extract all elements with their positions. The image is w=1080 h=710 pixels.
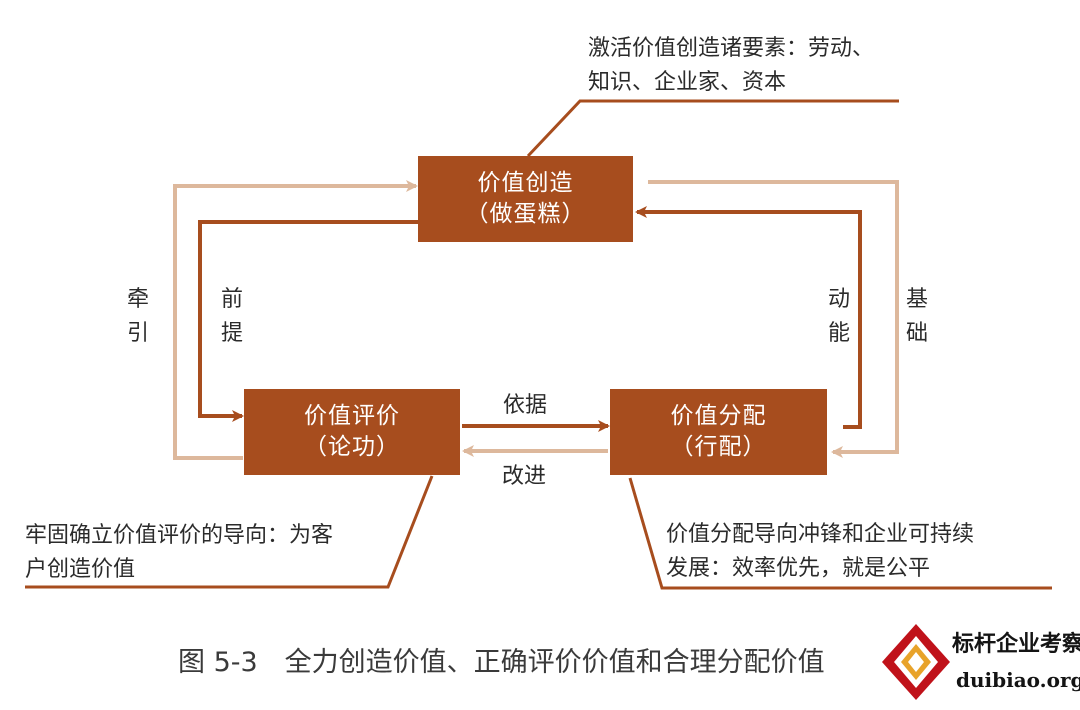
edge-jichu-arrow (648, 180, 899, 458)
note-left-leader (25, 475, 434, 589)
node-value-evaluation-title: 价值评价 (304, 403, 400, 429)
edge-label-jichu: 基础 (905, 287, 928, 346)
edge-dongneng-arrow (635, 206, 862, 429)
figure-caption: 图 5-3 全力创造价值、正确评价价值和合理分配价值 (178, 647, 825, 678)
note-top-line1: 激活价值创造诸要素：劳动、 (588, 36, 875, 61)
node-value-distribution: 价值分配 （行配） (610, 389, 827, 475)
node-value-distribution-subtitle: （行配） (670, 434, 767, 460)
note-right-leader (628, 477, 1052, 590)
note-right: 价值分配导向冲锋和企业可持续 发展：效率优先，就是公平 (666, 518, 974, 586)
note-right-line1: 价值分配导向冲锋和企业可持续 (666, 522, 975, 547)
note-right-line2: 发展：效率优先，就是公平 (666, 556, 931, 581)
note-top: 激活价值创造诸要素：劳动、 知识、企业家、资本 (588, 32, 874, 100)
node-value-creation: 价值创造 （做蛋糕） (418, 156, 633, 242)
edge-qianti-arrow (198, 220, 418, 422)
diamond-logo-icon (882, 624, 950, 700)
note-top-leader (526, 99, 899, 158)
edge-label-gaijin: 改进 (502, 464, 547, 489)
edge-label-qianti: 前提 (220, 287, 243, 346)
note-left: 牢固确立价值评价的导向：为客 户创造价值 (25, 519, 333, 587)
node-value-evaluation-subtitle: （论功） (304, 434, 400, 460)
node-value-creation-subtitle: （做蛋糕） (465, 201, 586, 227)
node-value-distribution-title: 价值分配 (670, 403, 767, 429)
watermark-logo-url: duibiao.org (956, 668, 1080, 692)
note-top-line2: 知识、企业家、资本 (588, 70, 787, 95)
edge-label-yiju: 依据 (503, 393, 548, 418)
node-value-creation-title: 价值创造 (477, 170, 574, 196)
edge-qianyin-arrow (173, 180, 418, 460)
note-left-line1: 牢固确立价值评价的导向：为客 (25, 523, 334, 548)
watermark-logo-title: 标杆企业考察 (952, 631, 1080, 657)
note-left-line2: 户创造价值 (25, 557, 136, 582)
node-value-evaluation: 价值评价 （论功） (244, 389, 460, 475)
edge-label-qianyin: 牵引 (126, 287, 149, 346)
edge-label-dongneng: 动能 (827, 287, 850, 346)
